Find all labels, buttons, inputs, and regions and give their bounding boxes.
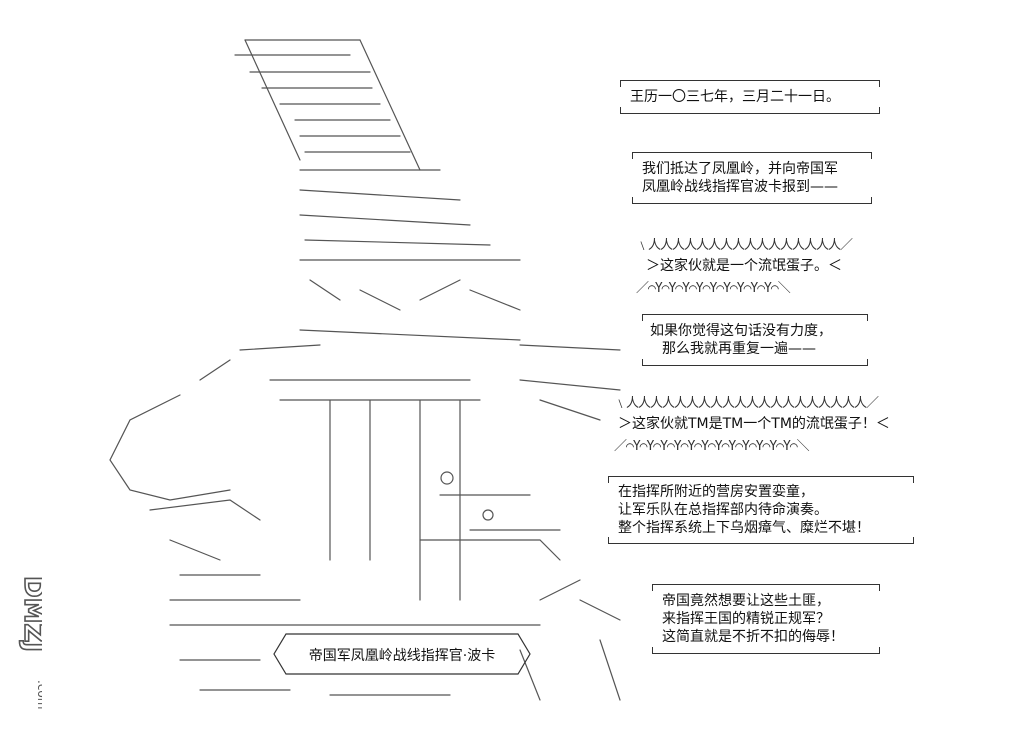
report-line-1: 我们抵达了凤凰岭，并向帝国军	[642, 161, 838, 177]
repeat-line-2: 那么我就再重复一遍——	[662, 341, 816, 357]
shout-bubble-1: ﹨人人人人人人人人人人人人人人人人／ ＞这家伙就是一个流氓蛋子。＜ ／⌒Y⌒Y⌒…	[636, 234, 872, 296]
description-line-2: 让军乐队在总指挥部内待命演奏。	[618, 502, 828, 518]
wave-top-border: ﹨人人人人人人人人人人人人人人人人／	[636, 238, 853, 253]
repeat-line-1: 如果你觉得这句话没有力度，	[650, 323, 832, 339]
description-line-1: 在指挥所附近的营房安置娈童，	[618, 484, 814, 500]
description-caption: 在指挥所附近的营房安置娈童， 让军乐队在总指挥部内待命演奏。 整个指挥系统上下乌…	[608, 476, 914, 544]
wave-bottom-border-2: ／⌒Y⌒Y⌒Y⌒Y⌒Y⌒Y⌒Y⌒Y⌒Y⌒Y⌒Y⌒Y⌒＼	[614, 439, 810, 454]
outrage-caption: 帝国竟然想要让这些土匪， 来指挥王国的精锐正规军？ 这简直就是不折不扣的侮辱！	[652, 584, 880, 654]
outrage-line-3: 这简直就是不折不扣的侮辱！	[662, 629, 844, 645]
outrage-line-2: 来指挥王国的精锐正规军？	[662, 611, 830, 627]
outrage-line-1: 帝国竟然想要让这些土匪，	[662, 593, 830, 609]
shout-bubble-2: ﹨人人人人人人人人人人人人人人人人人人人人／ ＞这家伙就TM是TM一个TM的流氓…	[614, 392, 914, 454]
nameplate: 帝国军凤凰岭战线指挥官·波卡	[272, 632, 532, 676]
wave-top-border-2: ﹨人人人人人人人人人人人人人人人人人人人人／	[614, 396, 879, 411]
date-text: 王历一〇三七年，三月二十一日。	[630, 89, 840, 105]
svg-text:.com: .com	[35, 680, 42, 709]
nameplate-frame	[273, 633, 531, 675]
svg-text:DMZJ: DMZJ	[18, 576, 42, 652]
shout-text-1: ＞这家伙就是一个流氓蛋子。＜	[646, 258, 842, 274]
description-line-3: 整个指挥系统上下乌烟瘴气、糜烂不堪！	[618, 520, 870, 536]
report-caption: 我们抵达了凤凰岭，并向帝国军 凤凰岭战线指挥官波卡报到——	[632, 152, 872, 204]
nameplate-text: 帝国军凤凰岭战线指挥官·波卡	[308, 648, 496, 664]
date-caption: 王历一〇三七年，三月二十一日。	[620, 80, 880, 114]
dmzj-logo: DMZJ .com	[17, 575, 42, 709]
repeat-caption: 如果你觉得这句话没有力度， 那么我就再重复一遍——	[642, 314, 868, 366]
report-line-2: 凤凰岭战线指挥官波卡报到——	[642, 179, 838, 195]
shout-text-2: ＞这家伙就TM是TM一个TM的流氓蛋子！＜	[618, 416, 890, 432]
wave-bottom-border: ／⌒Y⌒Y⌒Y⌒Y⌒Y⌒Y⌒Y⌒Y⌒Y⌒＼	[636, 281, 791, 296]
